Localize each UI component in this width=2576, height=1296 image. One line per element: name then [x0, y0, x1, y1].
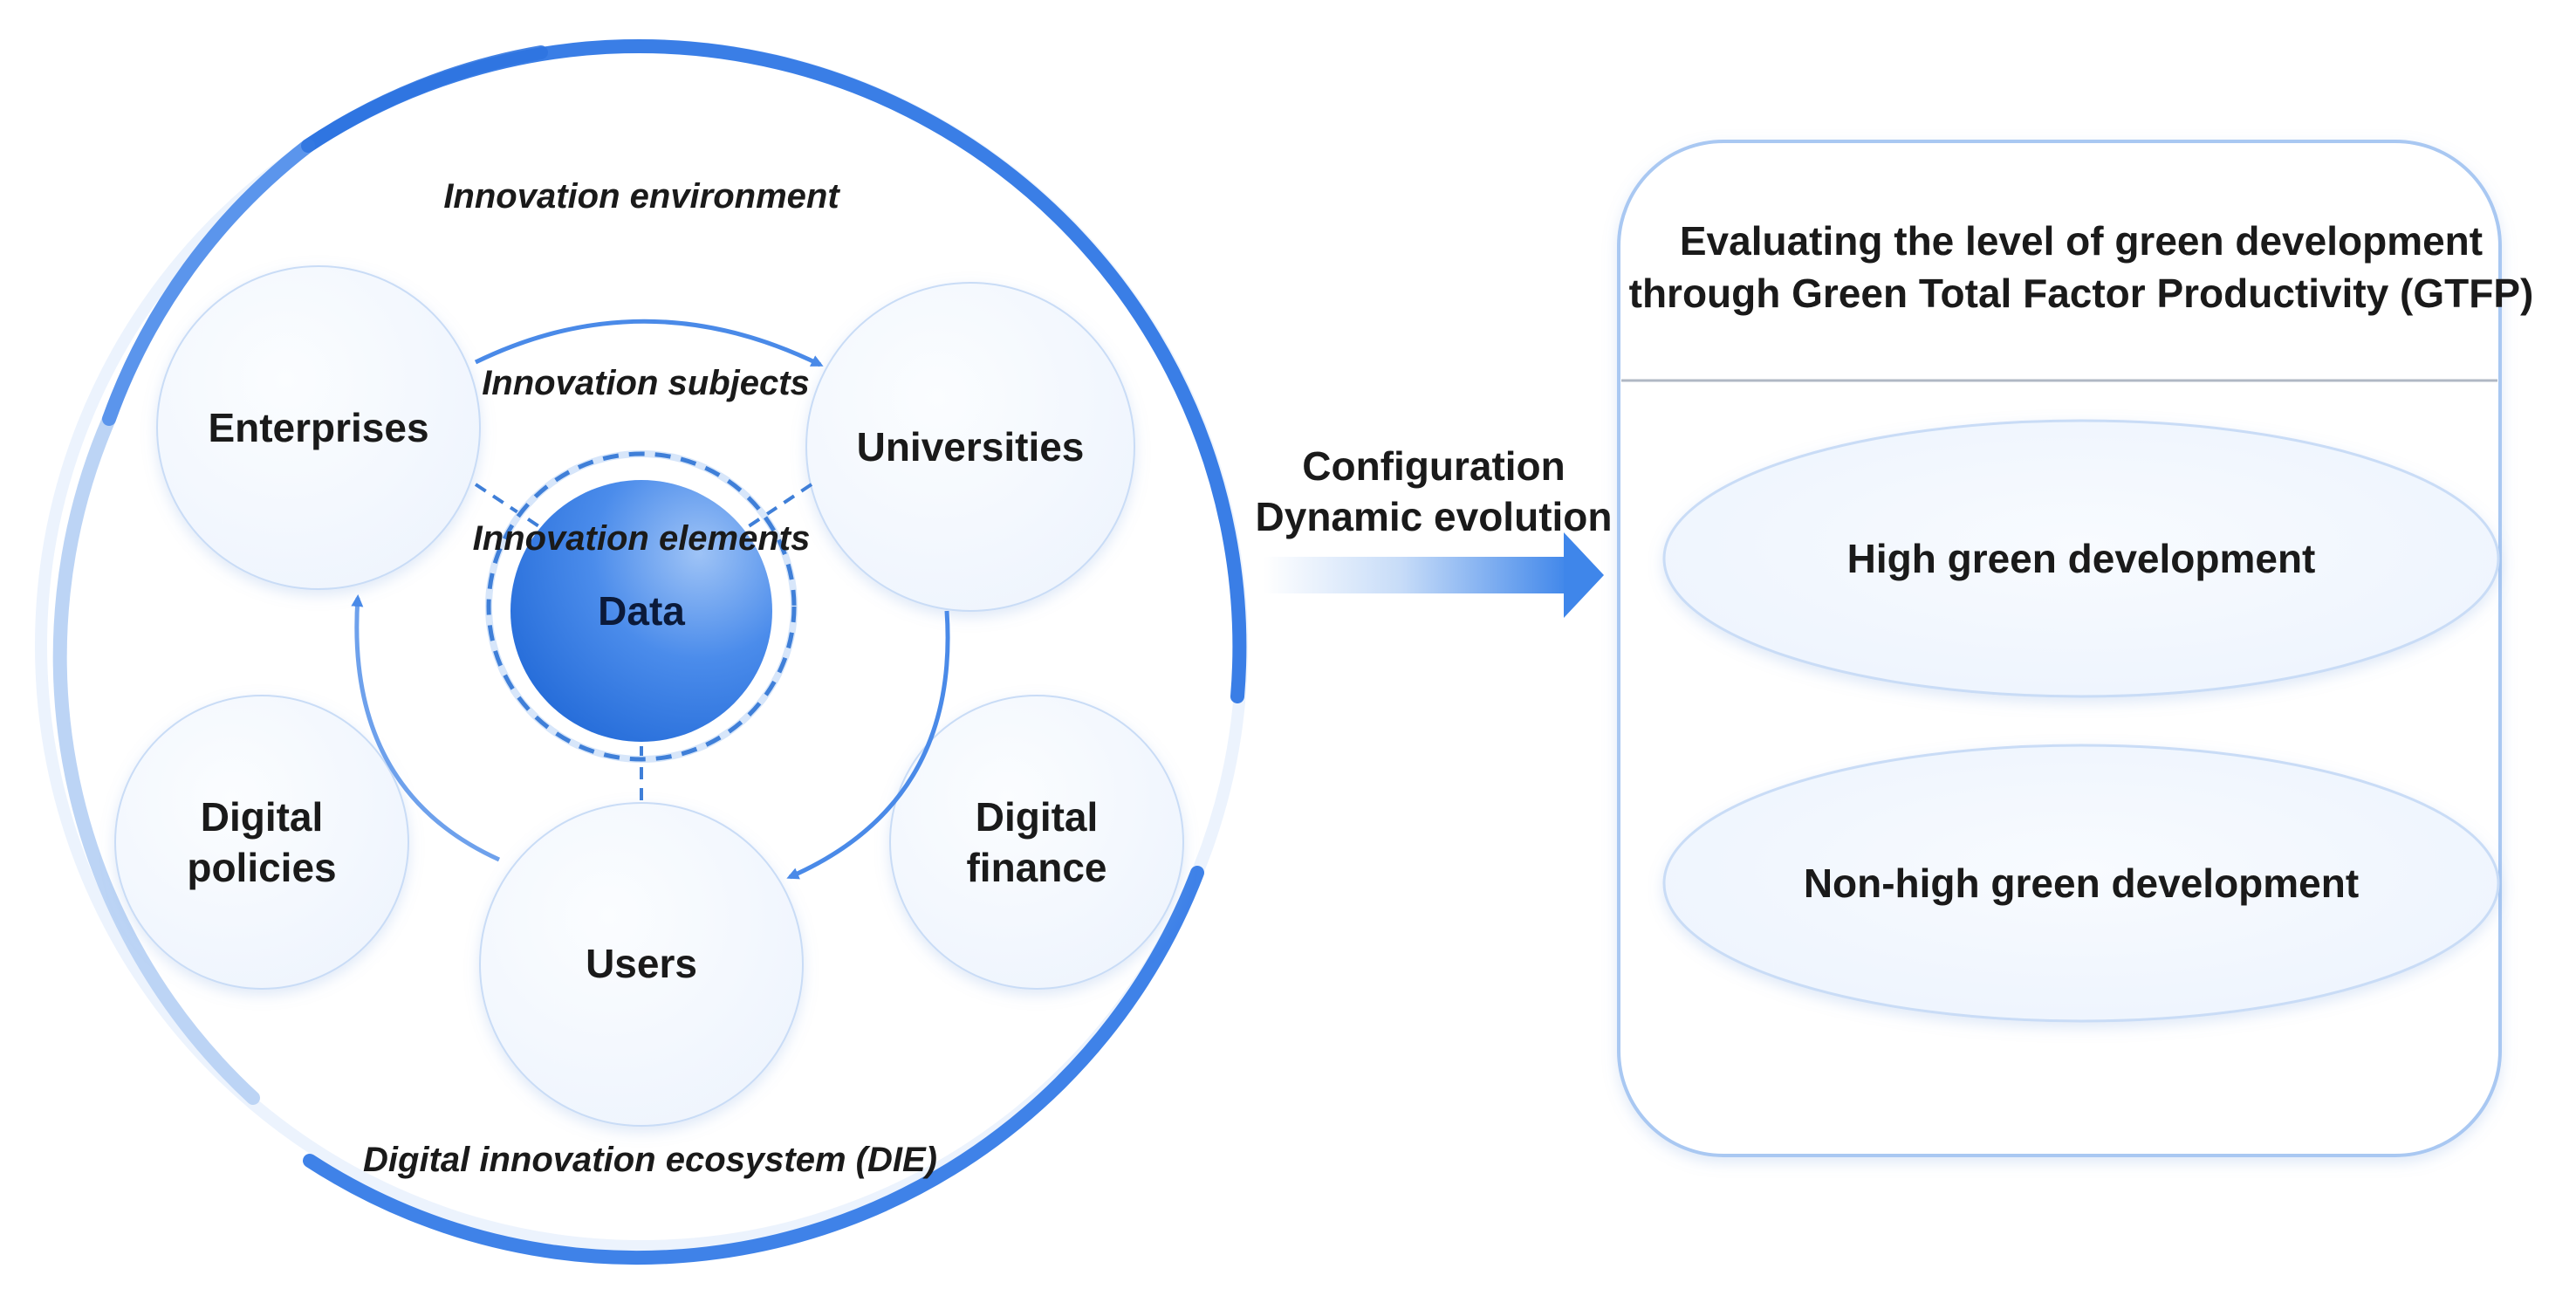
- node-enterprises: Enterprises: [156, 265, 481, 590]
- enterprises-label: Enterprises: [208, 405, 428, 450]
- ecosystem-arc-bottom: [303, 866, 1204, 1265]
- ecosystem-ring: [35, 39, 1248, 1265]
- outcome-high: High green development: [1662, 419, 2500, 698]
- node-users: Users: [479, 802, 804, 1127]
- arrow-universities-to-users: [786, 610, 950, 880]
- universities-label: Universities: [857, 424, 1085, 470]
- data-connectors: [474, 483, 813, 801]
- ecosystem-arc-top: [301, 45, 548, 153]
- node-data: Data: [485, 450, 798, 763]
- configuration-arrow: Configuration Dynamic evolution: [1256, 443, 1613, 618]
- digital-policies-label-line2: policies: [187, 845, 336, 890]
- panel-title-line2: through Green Total Factor Productivity …: [1629, 271, 2534, 316]
- outcome-non-high: Non-high green development: [1662, 744, 2500, 1023]
- digital-policies-label-line1: Digital: [201, 794, 324, 840]
- dynamic-evolution-label: Dynamic evolution: [1256, 494, 1613, 539]
- innovation-elements-label: Innovation elements: [473, 519, 811, 558]
- node-digital-policies: Digital policies: [114, 695, 409, 990]
- innovation-subjects-label: Innovation subjects: [482, 364, 810, 402]
- users-label: Users: [586, 941, 697, 986]
- outcome-high-label: High green development: [1847, 536, 2316, 581]
- gtfp-panel: Evaluating the level of green developmen…: [1617, 140, 2534, 1157]
- ecosystem-label: Digital innovation ecosystem (DIE): [363, 1141, 937, 1179]
- digital-finance-label-line2: finance: [966, 845, 1106, 890]
- arrow-enterprises-to-universities: [474, 319, 824, 367]
- outcome-non-high-label: Non-high green development: [1804, 861, 2359, 906]
- ecosystem-arc-left-upper: [102, 139, 315, 426]
- innovation-environment-label: Innovation environment: [443, 177, 840, 216]
- node-universities: Universities: [805, 282, 1135, 612]
- node-digital-finance: Digital finance: [889, 695, 1184, 990]
- panel-title-line1: Evaluating the level of green developmen…: [1680, 218, 2483, 264]
- subject-cycle-arrows: [351, 319, 950, 880]
- data-label: Data: [598, 588, 685, 634]
- configuration-label: Configuration: [1302, 443, 1565, 489]
- arrow-users-to-enterprises: [351, 594, 501, 862]
- ecosystem-arc-left: [52, 412, 260, 1105]
- digital-finance-label-line1: Digital: [976, 794, 1099, 840]
